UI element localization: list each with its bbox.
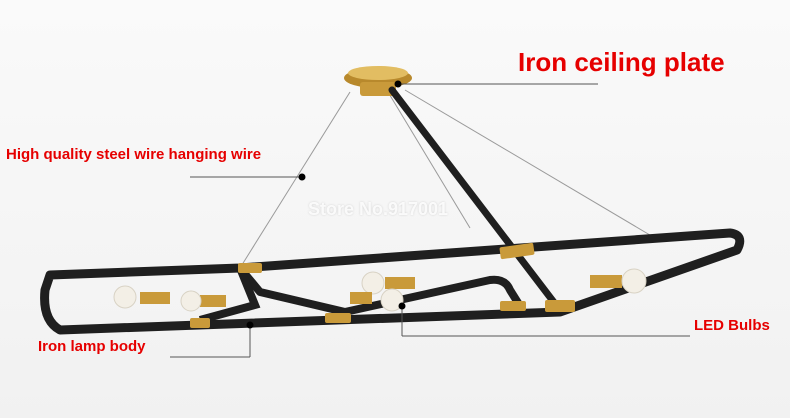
lamp-frame-outer — [40, 228, 745, 335]
ceiling-plate-label: Iron ceiling plate — [518, 47, 725, 77]
callout-lines — [170, 83, 690, 358]
lamp-body-label: Iron lamp body — [38, 338, 146, 355]
led-bulbs-label: LED Bulbs — [694, 317, 770, 334]
bulbs — [113, 268, 647, 312]
store-watermark: Store No.917001 — [308, 199, 449, 219]
callout-dots — [246, 80, 406, 329]
ceiling-plate — [344, 66, 412, 96]
steel-wire-label: High quality steel wire hanging wire — [6, 146, 262, 163]
hanging-wires — [239, 89, 656, 269]
brass-joints — [190, 242, 575, 328]
